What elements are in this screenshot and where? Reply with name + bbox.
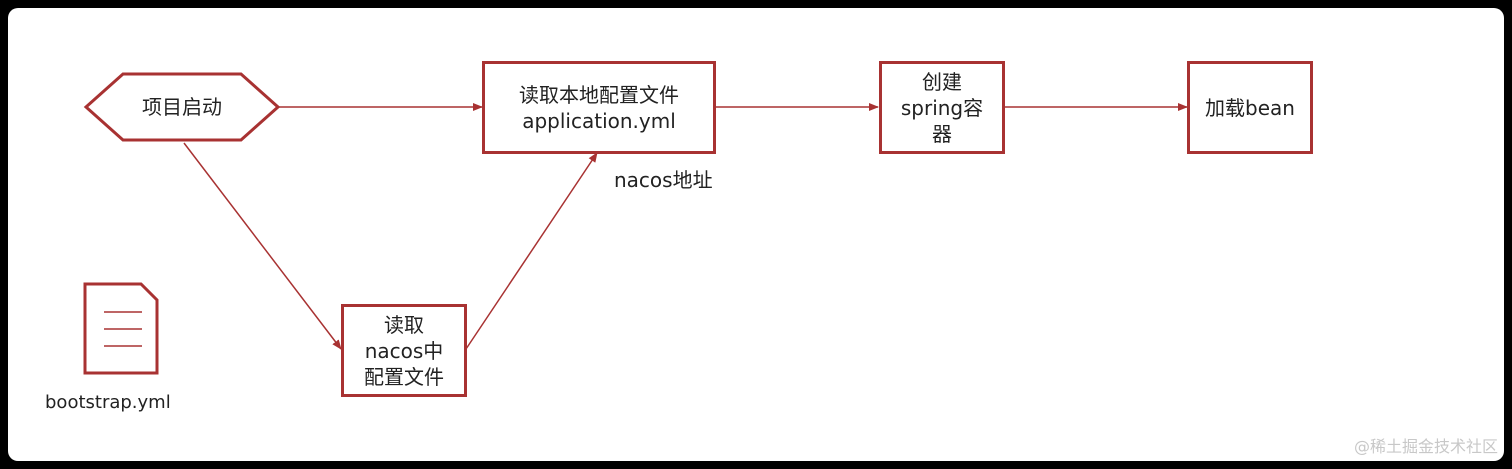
watermark: @稀土掘金技术社区 xyxy=(1353,437,1498,456)
read-nacos-config-line-1: 读取 xyxy=(384,312,424,337)
load-bean-label: 加载bean xyxy=(1205,95,1295,120)
read-nacos-config-line-2: nacos中 xyxy=(364,338,444,363)
edge-read-nacos-to-read-local xyxy=(465,152,598,350)
read-nacos-config-line-3: 配置文件 xyxy=(364,364,444,389)
create-spring-container-node: 创建 spring容 器 xyxy=(879,61,1005,154)
read-local-config-line-1: 读取本地配置文件 xyxy=(519,82,679,107)
create-container-line-3: 器 xyxy=(931,121,952,146)
create-container-line-2: spring容 xyxy=(900,95,984,120)
read-nacos-config-node: 读取 nacos中 配置文件 xyxy=(341,304,467,397)
load-bean-node: 加载bean xyxy=(1187,61,1313,154)
nacos-address-label: nacos地址 xyxy=(614,168,713,192)
edge-start-to-read-nacos xyxy=(183,142,342,350)
document-icon xyxy=(83,282,159,375)
bootstrap-file-label: bootstrap.yml xyxy=(45,392,171,413)
start-node-label: 项目启动 xyxy=(142,95,222,119)
read-local-config-node: 读取本地配置文件 application.yml xyxy=(482,61,716,154)
create-container-line-1: 创建 xyxy=(921,69,962,94)
start-node: 项目启动 xyxy=(86,74,278,140)
read-local-config-line-2: application.yml xyxy=(522,108,676,133)
